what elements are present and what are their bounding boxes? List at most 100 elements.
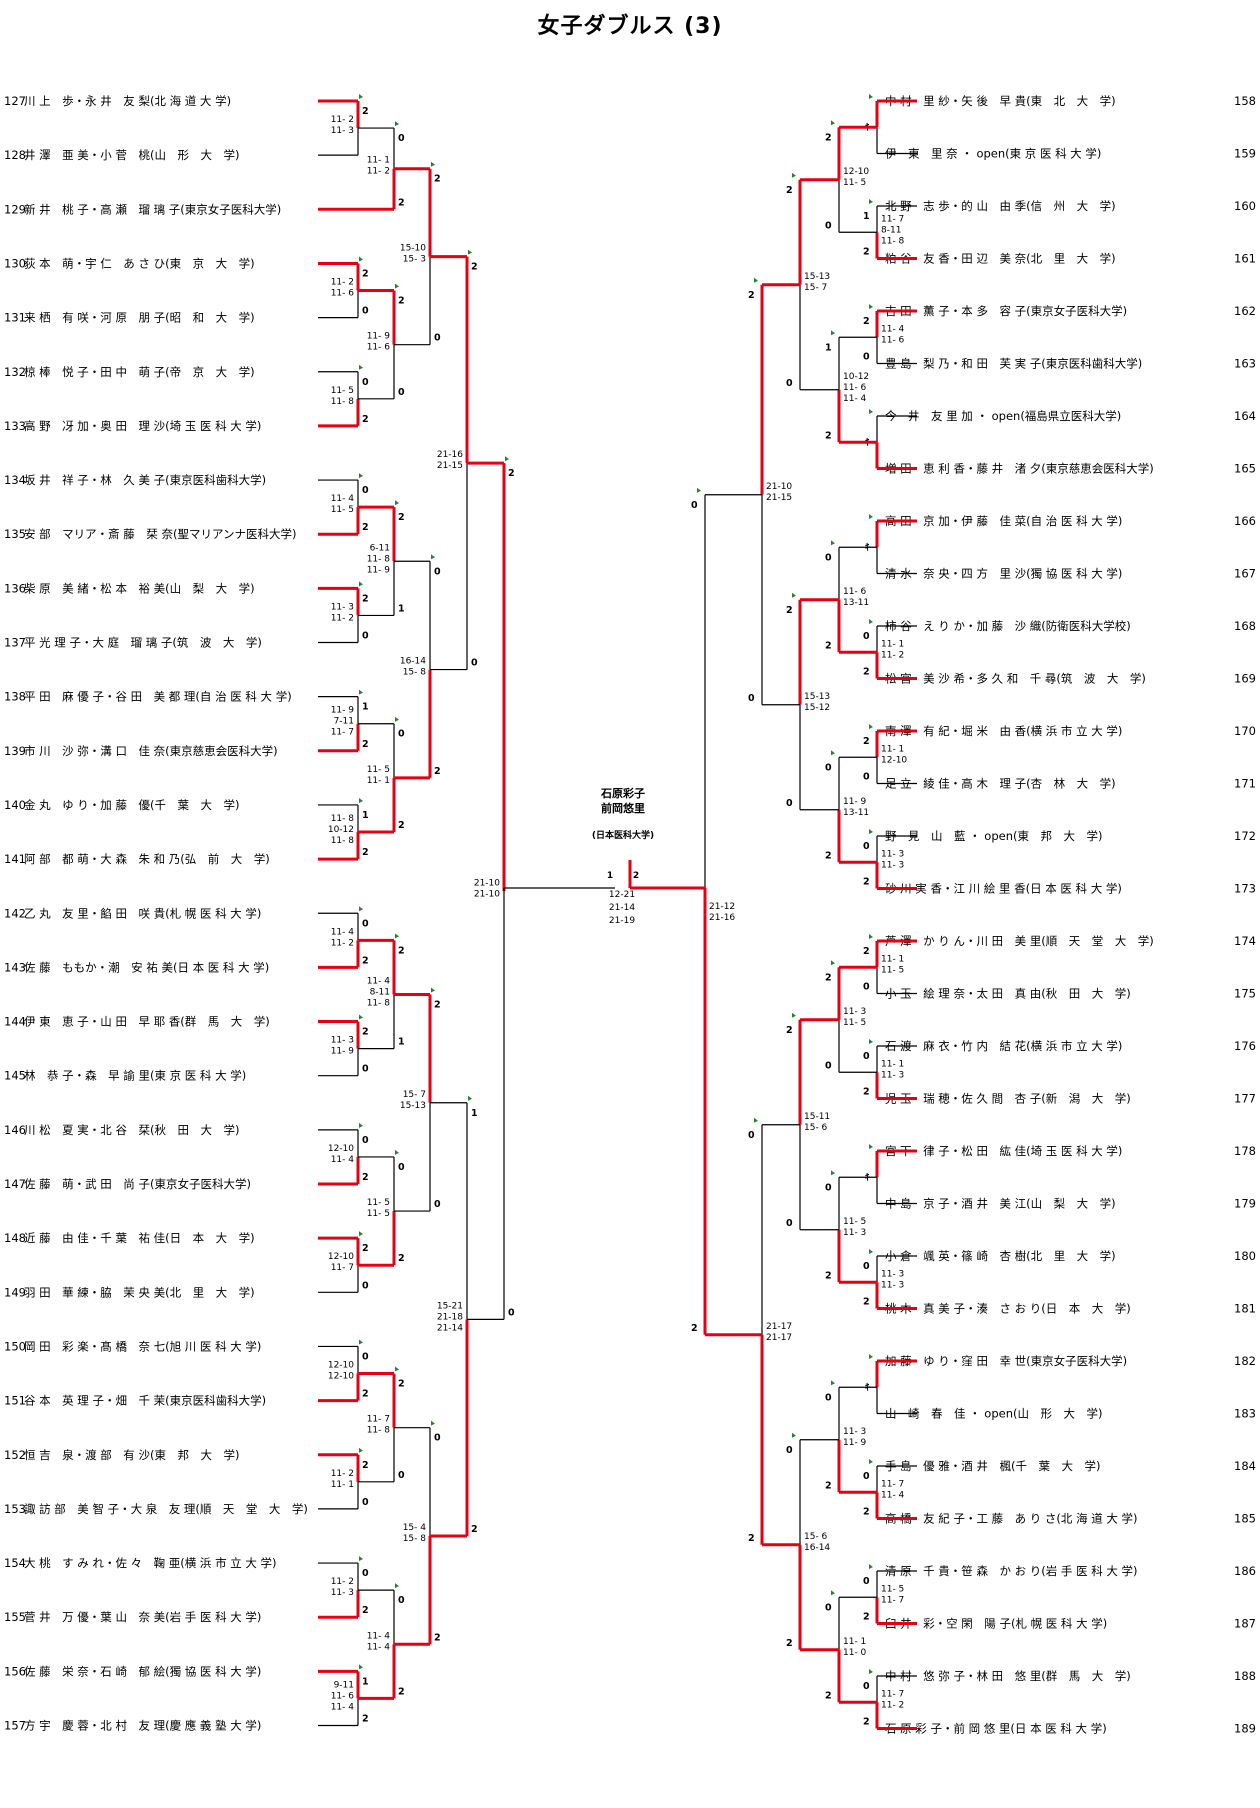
player-name: 宮 下 律 子・松 田 紘 佳(埼 玉 医 科 大 学) [885, 1144, 1122, 1158]
game-score: 0 [825, 762, 832, 773]
game-mark [359, 473, 363, 479]
set-score: 11- 4 [881, 1490, 905, 1500]
game-score: 0 [471, 658, 478, 669]
player-seed: 147 [4, 1177, 26, 1191]
set-score: 11- 2 [331, 1469, 354, 1479]
set-score: 11- 9 [367, 565, 391, 575]
set-score: 11- 5 [881, 1584, 904, 1594]
player-name: 来 栖 有 咲・河 原 朋 子(昭 和 大 学) [24, 311, 255, 325]
player-seed: 171 [1234, 777, 1256, 791]
game-mark [359, 256, 363, 262]
game-score: 0 [434, 333, 441, 344]
player-name: 清 原 千 貴・笹 森 か お り(岩 手 医 科 大 学) [885, 1564, 1138, 1578]
set-score: 11- 0 [843, 1648, 867, 1658]
game-score: 2 [362, 1027, 369, 1038]
set-score: 10-12 [328, 825, 354, 835]
game-score: 0 [863, 841, 870, 852]
game-score: 0 [863, 1681, 870, 1692]
set-score: 15-13 [400, 1101, 426, 1111]
player-seed: 162 [1234, 304, 1256, 318]
set-score: 11- 2 [331, 1577, 354, 1587]
player-name: 岡 田 彩 楽・髙 橋 奈 七(旭 川 医 科 大 学) [24, 1339, 261, 1353]
set-score: 11- 1 [881, 1059, 904, 1069]
player-seed: 183 [1234, 1407, 1256, 1421]
game-mark [359, 1014, 363, 1020]
set-score: 12-10 [328, 1144, 354, 1154]
champion-school: (日本医科大学) [592, 829, 654, 841]
set-score: 21-15 [437, 461, 463, 471]
player-seed: 135 [4, 527, 26, 541]
player-name: 菅 井 万 優・葉 山 奈 美(岩 手 医 科 大 学) [24, 1610, 261, 1624]
game-score: 2 [362, 522, 369, 533]
player-name: 石 原 彩 子・前 岡 悠 里(日 本 医 科 大 学) [885, 1722, 1107, 1736]
set-score: 11- 5 [331, 505, 354, 515]
game-score: 0 [748, 1130, 755, 1141]
game-mark [395, 1149, 399, 1155]
player-seed: 130 [4, 256, 26, 270]
game-score: 2 [863, 736, 870, 747]
game-score: 0 [362, 1568, 369, 1579]
set-score: 11- 7 [881, 214, 904, 224]
player-name: 椋 棒 悦 子・田 中 萌 子(帝 京 大 学) [24, 365, 255, 379]
game-mark [792, 1432, 796, 1438]
player-seed: 132 [4, 365, 26, 379]
set-score: 11- 5 [367, 1198, 390, 1208]
game-score: 2 [398, 197, 405, 208]
player-name: 臼 井 彩・空 閑 陽 子(札 幌 医 科 大 学) [885, 1617, 1107, 1631]
set-score: 21-18 [437, 1312, 463, 1322]
set-score: 11- 2 [331, 278, 354, 288]
set-score: 11- 4 [881, 324, 905, 334]
set-score: 11- 4 [331, 494, 355, 504]
game-score: 2 [825, 972, 832, 983]
set-score: 11- 5 [367, 765, 390, 775]
game-score: 0 [398, 1470, 405, 1481]
player-seed: 153 [4, 1502, 26, 1516]
game-mark [697, 487, 701, 493]
player-seed: 188 [1234, 1669, 1256, 1683]
game-score: 2 [362, 955, 369, 966]
game-score: 1 [825, 342, 832, 353]
game-score: 0 [863, 352, 870, 363]
game-score: 2 [398, 1379, 405, 1390]
champion-name: 前岡悠里 [601, 801, 645, 815]
set-score: 21-15 [766, 493, 792, 503]
page-title: 女子ダブルス (3) [537, 14, 723, 39]
set-score: 11- 3 [843, 1007, 866, 1017]
game-mark [359, 1339, 363, 1345]
final-score-left: 1 [607, 871, 613, 881]
player-seed: 163 [1234, 357, 1256, 371]
game-mark [359, 689, 363, 695]
game-score: 2 [398, 1253, 405, 1264]
game-score: 2 [863, 1507, 870, 1518]
game-score: 0 [398, 133, 405, 144]
set-score: 11- 3 [881, 1070, 904, 1080]
player-name: 乙 丸 友 里・餡 田 咲 貴(札 幌 医 科 大 学) [24, 906, 261, 920]
set-score: 10-12 [843, 372, 869, 382]
game-score: 2 [398, 296, 405, 307]
player-name: 安 部 マリア・斎 藤 栞 奈(聖マリアンナ医科大学) [24, 527, 296, 541]
player-name: 中 村 里 紗・矢 後 早 貴(東 北 大 学) [885, 94, 1116, 108]
game-score: 2 [362, 1243, 369, 1254]
set-score: 11- 2 [881, 1700, 904, 1710]
game-mark [431, 554, 435, 560]
game-score: 0 [508, 1307, 515, 1318]
player-name: 方 宇 慶 蓉・北 村 友 理(慶 應 義 塾 大 学) [24, 1719, 261, 1733]
set-score: 15- 8 [403, 1534, 427, 1544]
game-score: 2 [825, 132, 832, 143]
player-seed: 172 [1234, 829, 1256, 843]
game-score: 2 [863, 316, 870, 327]
game-score: 1 [863, 211, 870, 222]
final-score-right: 2 [633, 871, 639, 881]
player-seed: 184 [1234, 1459, 1256, 1473]
set-score: 11- 5 [843, 1217, 866, 1227]
player-seed: 161 [1234, 252, 1256, 266]
set-score: 11- 1 [881, 639, 904, 649]
set-score: 15- 6 [804, 1532, 828, 1542]
set-score: 11- 3 [881, 849, 904, 859]
player-seed: 158 [1234, 94, 1256, 108]
game-score: 1 [362, 702, 369, 713]
game-score: 2 [362, 1714, 369, 1725]
player-seed: 139 [4, 744, 26, 758]
game-score: 2 [362, 268, 369, 279]
player-name: 小 玉 絵 理 奈・太 田 真 由(秋 田 大 学) [885, 987, 1131, 1001]
